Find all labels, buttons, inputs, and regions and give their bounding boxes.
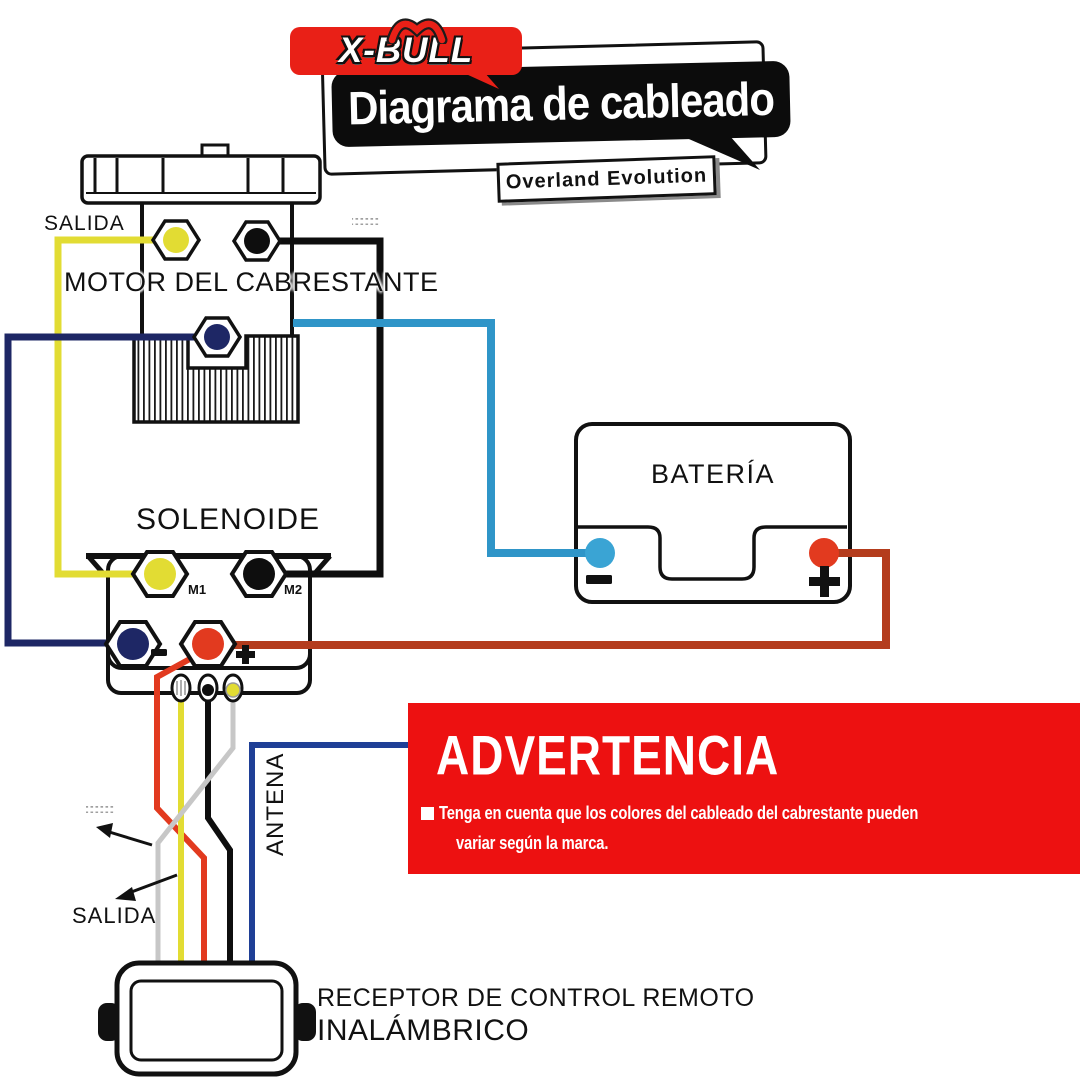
brand-logo-text: X-BULL	[338, 31, 474, 70]
battery-plus-symbol	[809, 566, 840, 597]
wire-red-solenoid-to-receiver	[154, 646, 210, 966]
motor-body	[80, 143, 322, 424]
battery-terminals	[585, 538, 840, 597]
wires	[4, 236, 890, 966]
wire-navy-motor-to-minus	[4, 333, 217, 647]
motor-cap-segments	[93, 158, 285, 193]
battery-name-label: BATERÍA	[650, 459, 776, 489]
battery-minus-terminal	[585, 538, 615, 568]
solenoid-m1-stud	[144, 558, 176, 590]
solenoid-minus-stud	[117, 628, 149, 660]
solenoid-flange-hook-right	[314, 554, 332, 574]
antenna-label: ANTENA	[262, 752, 289, 856]
overland-badge: Overland Evolution	[496, 155, 717, 203]
warning-bullet-square	[421, 807, 434, 820]
output-bottom-label: SALIDA	[72, 903, 157, 928]
receiver-inner-panel	[129, 979, 284, 1062]
battery-box	[574, 422, 852, 604]
solenoid-m2-label: M2	[284, 582, 302, 597]
motor-name-label: MOTOR DEL CABRESTANTE	[64, 267, 439, 297]
solenoid-minus-symbol	[151, 649, 167, 656]
receiver-label-line2: INALÁMBRICO	[317, 1014, 530, 1047]
solenoid-plug-gray-stripes	[176, 680, 186, 696]
wire-lightblue-motor-to-battery-minus	[293, 319, 598, 557]
warning-text-line2: variar según la marca.	[456, 833, 609, 853]
arrowhead-yellow-wire	[115, 887, 136, 901]
motor-terminal-yellow-stud	[163, 227, 189, 253]
arrow-line-gray-wire	[105, 829, 153, 847]
receiver-right-ear	[294, 1003, 316, 1041]
bull-horns-icon	[386, 18, 448, 44]
motor-terminal-black-stud	[244, 228, 270, 254]
battery-minus-symbol	[586, 575, 612, 584]
motor-armature-hatch	[132, 334, 300, 424]
receiver-label-line1: RECEPTOR DE CONTROL REMOTO	[317, 984, 755, 1012]
solenoid-plus-stud	[192, 628, 224, 660]
solenoid-terminals: M1 M2	[103, 550, 302, 703]
warning-text-line1: Tenga en cuenta que los colores del cabl…	[439, 803, 919, 823]
arrowhead-gray-wire	[96, 823, 113, 838]
battery-plus-terminal	[809, 538, 839, 568]
brand-logo: X-BULL	[290, 27, 522, 75]
solenoid-plug-black-pin	[202, 684, 214, 696]
arrow-line-yellow-wire	[125, 873, 178, 896]
callout-arrows	[86, 218, 380, 901]
micro-text-artifact-1	[86, 806, 114, 813]
solenoid-flange-hook-left	[86, 554, 104, 574]
receiver-box	[98, 960, 316, 1077]
solenoid-plus-symbol	[236, 645, 255, 664]
solenoid-name-label: SOLENOIDE	[136, 503, 321, 536]
wire-red-battery-plus-to-solenoid-plus	[210, 549, 890, 649]
solenoid-plug-yellow-pin	[225, 682, 241, 698]
wire-yellow-motor-to-m1	[54, 236, 176, 578]
battery-step-line	[578, 525, 847, 581]
motor-output-label: SALIDA	[44, 212, 125, 235]
wire-black-motor-to-m2	[257, 237, 384, 578]
micro-text-artifact-2	[352, 218, 380, 225]
wire-black-solenoid-to-receiver	[205, 700, 233, 966]
solenoid-m2-stud	[243, 558, 275, 590]
battery-outline	[574, 422, 852, 604]
solenoid-m1-label: M1	[188, 582, 206, 597]
warning-title: ADVERTENCIA	[436, 724, 780, 787]
motor-cap	[80, 154, 322, 205]
motor-terminals	[150, 219, 283, 358]
wire-gray-solenoid-to-receiver	[155, 700, 236, 966]
warning-box: ADVERTENCIA Tenga en cuenta que los colo…	[408, 703, 1080, 874]
wire-blue-antenna-to-receiver	[249, 742, 430, 966]
motor-terminal-navy-stud	[204, 324, 230, 350]
